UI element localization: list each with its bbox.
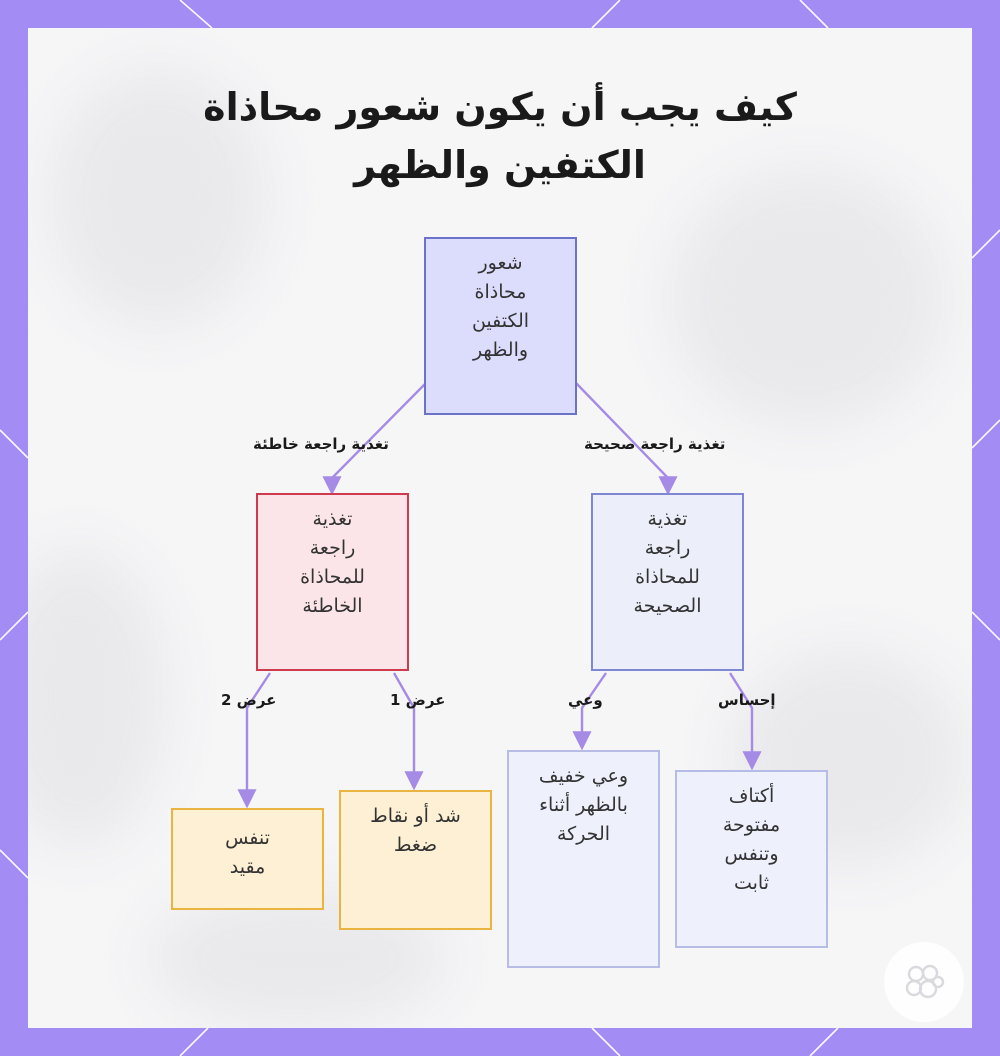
title-line-1: كيف يجب أن يكون شعور محاذاة	[203, 85, 797, 129]
node-root-line: والظهر	[472, 339, 529, 361]
edge-root-wrong	[322, 382, 427, 496]
node-awareness-line: وعي خفيف	[538, 765, 629, 787]
node-wrong-line: تغذية	[312, 508, 353, 530]
node-wrong-feedback: تغذية راجعة للمحاذاة الخاطئة	[256, 493, 409, 671]
node-right-line: تغذية	[647, 508, 688, 530]
edge-label-sym1: عرض 1	[390, 691, 446, 709]
node-open-line: أكتاف	[728, 785, 775, 807]
title-line-2: الكتفين والظهر	[354, 143, 646, 187]
node-back-awareness: وعي خفيف بالظهر أثناء الحركة	[507, 750, 660, 968]
node-right-feedback: تغذية راجعة للمحاذاة الصحيحة	[591, 493, 744, 671]
edge-label-sym2: عرض 2	[221, 691, 277, 709]
page-title: كيف يجب أن يكون شعور محاذاة الكتفين والظ…	[28, 78, 972, 194]
node-open-line: وتنفس	[724, 843, 779, 865]
node-restricted-breathing: تنفس مقيد	[171, 808, 324, 910]
node-open-shoulders: أكتاف مفتوحة وتنفس ثابت	[675, 770, 828, 948]
node-tension-points: شد أو نقاط ضغط	[339, 790, 492, 930]
edge-root-right	[575, 382, 678, 496]
node-root-line: محاذاة	[474, 281, 527, 303]
node-open-line: مفتوحة	[722, 814, 781, 836]
node-wrong-line: الخاطئة	[302, 595, 363, 617]
brain-icon	[884, 942, 964, 1022]
edge-wrong-tension	[392, 672, 424, 791]
diagram-edges	[237, 382, 762, 809]
node-tension-line: شد أو نقاط	[370, 805, 461, 827]
node-breath-line: مقيد	[229, 856, 266, 878]
node-awareness-line: الحركة	[556, 823, 611, 845]
edge-label-sense: إحساس	[718, 691, 776, 709]
edge-wrong-breath	[237, 672, 272, 809]
edge-label-wrong: تغذية راجعة خاطئة	[253, 435, 389, 453]
node-tension-line: ضغط	[393, 834, 438, 856]
node-root-line: الكتفين	[471, 310, 530, 332]
node-wrong-line: راجعة	[309, 537, 356, 559]
edge-right-open	[728, 672, 762, 771]
node-right-line: الصحيحة	[633, 595, 702, 617]
diagram-panel: كيف يجب أن يكون شعور محاذاة الكتفين والظ…	[28, 28, 972, 1028]
node-right-line: للمحاذاة	[635, 566, 700, 588]
node-wrong-line: للمحاذاة	[300, 566, 365, 588]
edge-label-right: تغذية راجعة صحيحة	[584, 435, 726, 453]
node-root-line: شعور	[478, 252, 523, 274]
node-right-line: راجعة	[644, 537, 691, 559]
node-breath-line: تنفس	[225, 827, 270, 849]
node-root: شعور محاذاة الكتفين والظهر	[424, 237, 577, 415]
edge-right-awareness	[572, 672, 607, 751]
node-open-line: ثابت	[733, 872, 770, 894]
edge-label-aware: وعي	[568, 691, 603, 709]
node-awareness-line: بالظهر أثناء	[539, 794, 628, 816]
